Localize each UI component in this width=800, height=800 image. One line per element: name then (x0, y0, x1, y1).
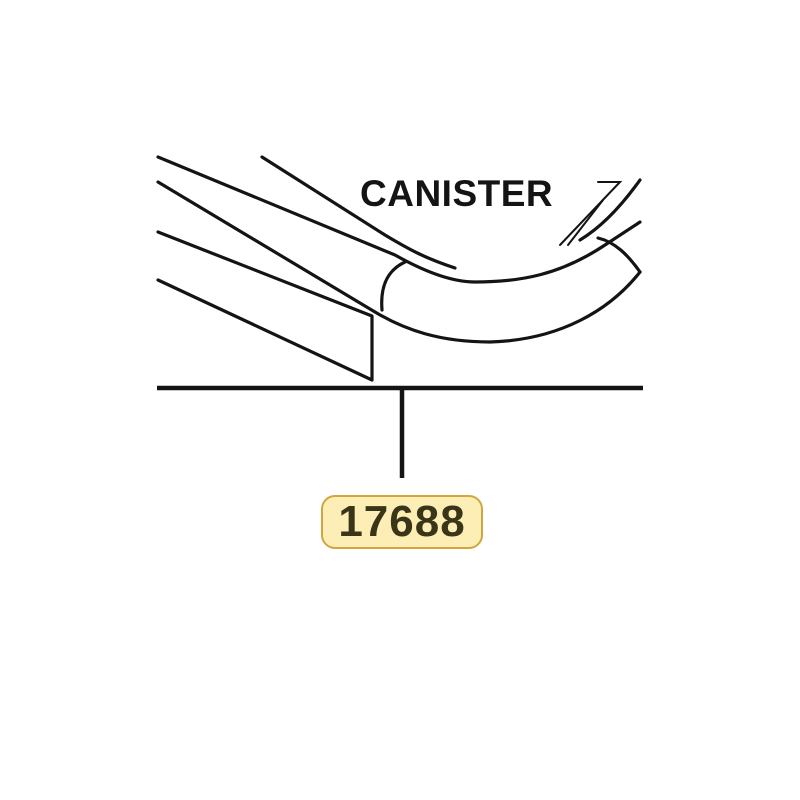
hose-sleeve-left (380, 260, 407, 312)
canister-label: CANISTER (360, 173, 553, 214)
canister-leader-line (559, 181, 623, 246)
part-number-text: 17688 (338, 497, 466, 546)
hose-sleeve-right (596, 236, 642, 274)
canister-leader-line-2 (567, 199, 604, 246)
hose-bottom-edge (156, 180, 642, 344)
part-number-badge[interactable]: 17688 (321, 495, 483, 549)
hose-outer-edge (156, 155, 642, 284)
bracket-panel (156, 230, 374, 382)
hose-top-edge (260, 155, 642, 270)
